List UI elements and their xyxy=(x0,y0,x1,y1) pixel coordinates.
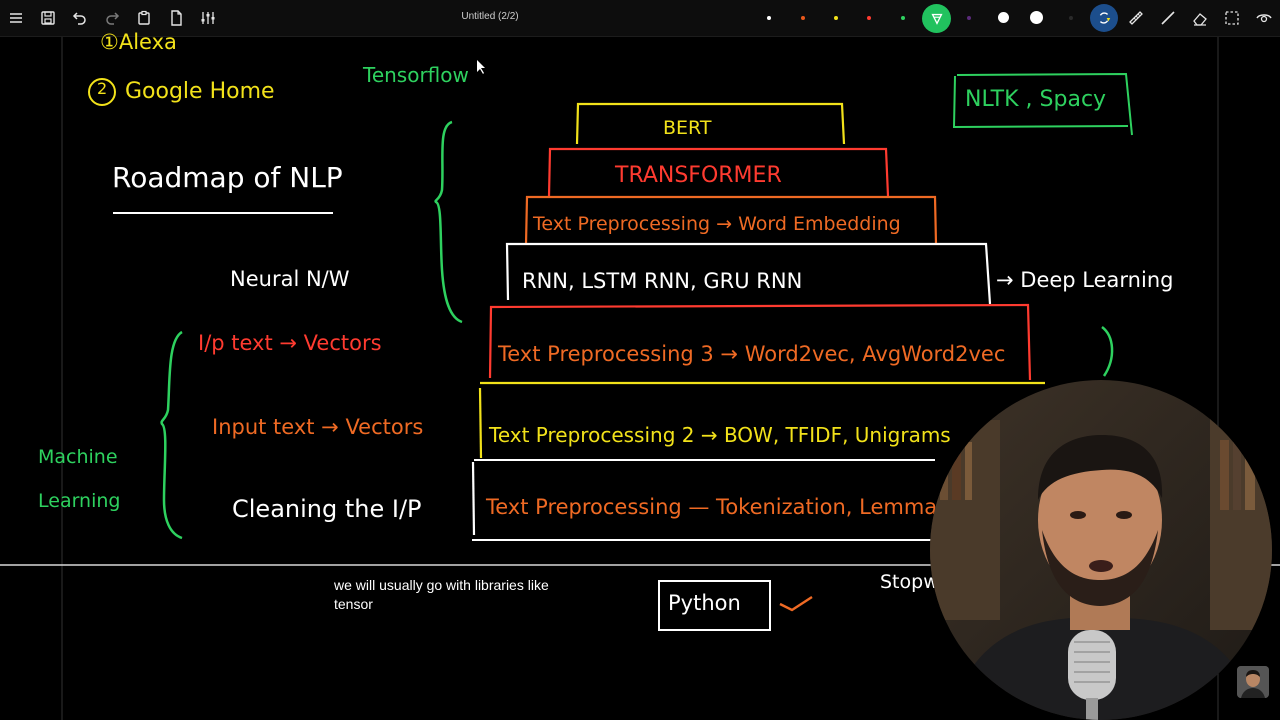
menu-icon[interactable] xyxy=(4,6,28,30)
presenter-image xyxy=(930,380,1272,720)
input-text-vectors: Input text → Vectors xyxy=(212,415,424,439)
color-swatch-dark[interactable] xyxy=(1069,16,1073,20)
color-swatch-white[interactable] xyxy=(767,16,771,20)
document-title: Untitled (2/2) xyxy=(461,11,519,22)
caption-line-1: we will usually go with libraries like xyxy=(334,577,549,593)
top-toolbar: Untitled (2/2) xyxy=(0,0,1280,37)
clipboard-icon[interactable] xyxy=(132,6,156,30)
google-home-number: 2 xyxy=(97,79,108,98)
neural-nw-text: Neural N/W xyxy=(230,267,350,291)
pen-size-large[interactable] xyxy=(1030,11,1043,24)
presenter-webcam xyxy=(930,380,1272,720)
color-swatch-orange[interactable] xyxy=(801,16,805,20)
layer-text-preprocessing-2: Text Preprocessing 2 → BOW, TFIDF, Unigr… xyxy=(489,423,951,447)
stopwords-text: Stopw xyxy=(880,571,939,593)
layer-text-preprocessing-1: Text Preprocessing — Tokenization, Lemma… xyxy=(486,495,1016,519)
layer-word-embedding: Text Preprocessing → Word Embedding xyxy=(533,213,901,235)
layer-rnn: RNN, LSTM RNN, GRU RNN xyxy=(522,269,803,293)
caption-line-2: tensor xyxy=(334,596,373,612)
redo-icon[interactable] xyxy=(100,6,124,30)
tensorflow-text: Tensorflow xyxy=(363,63,469,87)
new-page-icon[interactable] xyxy=(164,6,188,30)
eraser-icon[interactable] xyxy=(1188,6,1212,30)
selection-icon[interactable] xyxy=(1220,6,1244,30)
video-caption: we will usually go with libraries like t… xyxy=(332,576,551,614)
python-text: Python xyxy=(668,591,741,615)
roadmap-title: Roadmap of NLP xyxy=(112,161,343,194)
avatar-icon xyxy=(1237,666,1269,698)
color-swatch-red[interactable] xyxy=(867,16,871,20)
layer-transformer: TRANSFORMER xyxy=(615,163,782,188)
cleaning-the-ip: Cleaning the I/P xyxy=(232,495,422,523)
pen-size-small[interactable] xyxy=(998,12,1009,23)
alexa-text: ①Alexa xyxy=(100,30,177,54)
google-home-text: Google Home xyxy=(125,79,275,104)
deep-learning-text: → Deep Learning xyxy=(996,268,1174,292)
pen-icon xyxy=(930,13,943,25)
sync-icon[interactable] xyxy=(1090,4,1118,32)
ip-text-vectors: I/p text → Vectors xyxy=(198,331,382,355)
color-swatch-yellow[interactable] xyxy=(834,16,838,20)
nltk-spacy-text: NLTK , Spacy xyxy=(965,87,1107,112)
view-icon[interactable] xyxy=(1252,6,1276,30)
color-swatch-purple[interactable] xyxy=(967,16,971,20)
layer-text-preprocessing-3: Text Preprocessing 3 → Word2vec, AvgWord… xyxy=(498,342,1006,366)
avatar-thumbnail xyxy=(1237,666,1269,698)
save-icon[interactable] xyxy=(36,6,60,30)
drawing-canvas[interactable]: ①Alexa 2 Google Home Tensorflow NLTK , S… xyxy=(0,30,1280,720)
machine-learning-text: Machine Learning xyxy=(38,446,121,512)
pen-tool-active-button[interactable] xyxy=(922,4,951,33)
line-icon[interactable] xyxy=(1156,6,1180,30)
ruler-icon[interactable] xyxy=(1124,6,1148,30)
settings-sliders-icon[interactable] xyxy=(196,6,220,30)
layer-bert: BERT xyxy=(663,117,712,139)
color-swatch-green[interactable] xyxy=(901,16,905,20)
undo-icon[interactable] xyxy=(68,6,92,30)
